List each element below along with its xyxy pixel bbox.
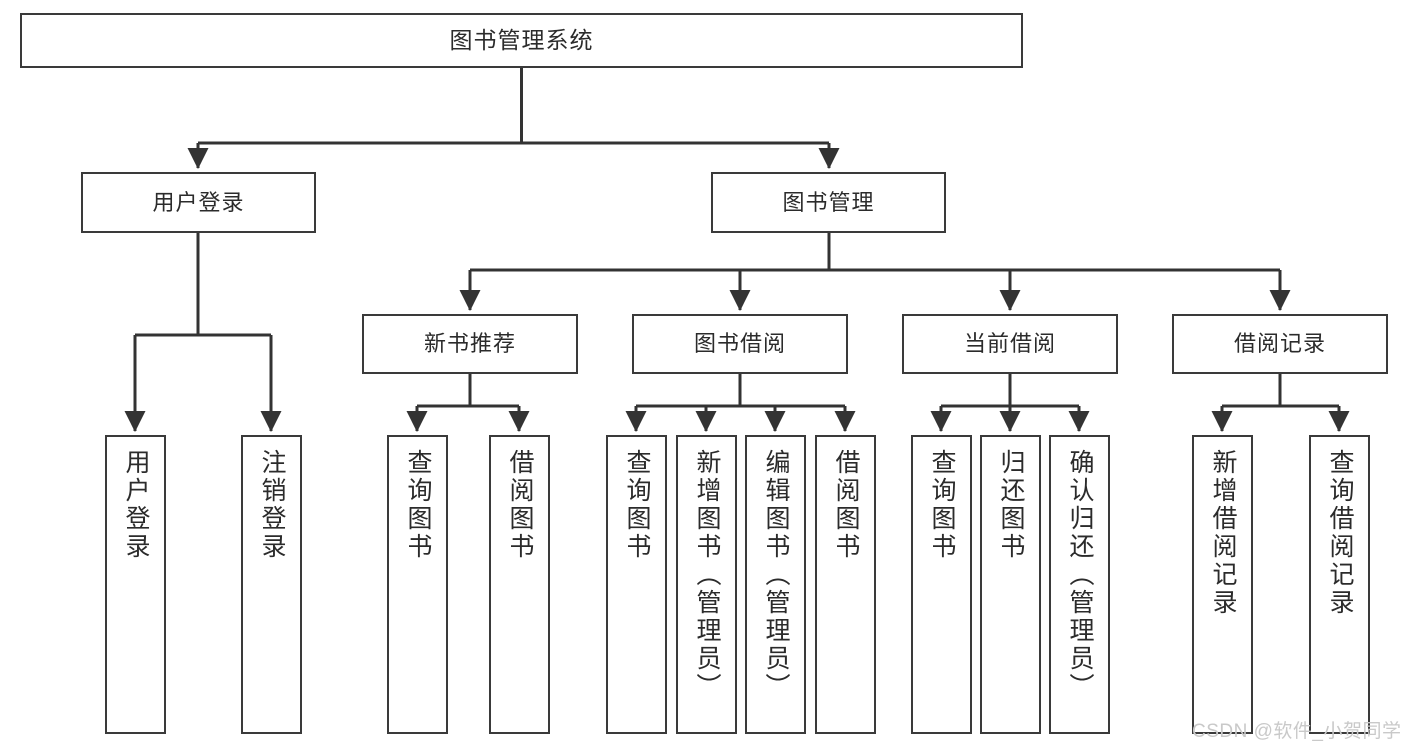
leaf-current-borrow-3[interactable]: 确认归还（管理员） xyxy=(1049,435,1110,734)
leaf-borrow-record-2-label: 查询借阅记录 xyxy=(1326,449,1354,617)
node-borrow-record-label: 借阅记录 xyxy=(1233,331,1326,357)
node-root[interactable]: 图书管理系统 xyxy=(20,13,1023,68)
leaf-current-borrow-3-label: 确认归还（管理员） xyxy=(1066,449,1094,701)
leaf-book-borrow-4[interactable]: 借阅图书 xyxy=(815,435,876,734)
leaf-current-borrow-1-label: 查询图书 xyxy=(928,449,956,561)
leaf-current-borrow-1[interactable]: 查询图书 xyxy=(911,435,972,734)
node-current-borrow-label: 当前借阅 xyxy=(963,331,1056,357)
leaf-user-login-1-label: 用户登录 xyxy=(122,449,150,561)
leaf-user-login-1[interactable]: 用户登录 xyxy=(105,435,166,734)
node-new-book-rec[interactable]: 新书推荐 xyxy=(362,314,578,374)
leaf-book-borrow-3-label: 编辑图书（管理员） xyxy=(762,449,790,701)
node-user-login[interactable]: 用户登录 xyxy=(81,172,316,233)
node-root-label: 图书管理系统 xyxy=(449,27,594,54)
node-new-book-rec-label: 新书推荐 xyxy=(423,331,516,357)
node-book-manage-label: 图书管理 xyxy=(782,189,875,215)
leaf-user-login-2-label: 注销登录 xyxy=(258,449,286,561)
leaf-book-borrow-2[interactable]: 新增图书（管理员） xyxy=(676,435,737,734)
leaf-book-borrow-1[interactable]: 查询图书 xyxy=(606,435,667,734)
leaf-borrow-record-1[interactable]: 新增借阅记录 xyxy=(1192,435,1253,734)
leaf-book-borrow-1-label: 查询图书 xyxy=(623,449,651,561)
leaf-book-borrow-3[interactable]: 编辑图书（管理员） xyxy=(745,435,806,734)
leaf-new-book-rec-1-label: 查询图书 xyxy=(404,449,432,561)
leaf-current-borrow-2[interactable]: 归还图书 xyxy=(980,435,1041,734)
leaf-new-book-rec-1[interactable]: 查询图书 xyxy=(387,435,448,734)
leaf-new-book-rec-2[interactable]: 借阅图书 xyxy=(489,435,550,734)
leaf-new-book-rec-2-label: 借阅图书 xyxy=(506,449,534,561)
node-book-borrow[interactable]: 图书借阅 xyxy=(632,314,848,374)
node-book-manage[interactable]: 图书管理 xyxy=(711,172,946,233)
node-borrow-record[interactable]: 借阅记录 xyxy=(1172,314,1388,374)
leaf-book-borrow-4-label: 借阅图书 xyxy=(832,449,860,561)
leaf-borrow-record-2[interactable]: 查询借阅记录 xyxy=(1309,435,1370,734)
node-user-login-label: 用户登录 xyxy=(152,189,245,215)
watermark: CSDN @软件_小贺同学 xyxy=(1192,721,1402,742)
leaf-current-borrow-2-label: 归还图书 xyxy=(997,449,1025,561)
leaf-user-login-2[interactable]: 注销登录 xyxy=(241,435,302,734)
node-current-borrow[interactable]: 当前借阅 xyxy=(902,314,1118,374)
leaf-borrow-record-1-label: 新增借阅记录 xyxy=(1209,449,1237,617)
node-book-borrow-label: 图书借阅 xyxy=(693,331,786,357)
leaf-book-borrow-2-label: 新增图书（管理员） xyxy=(693,449,721,701)
